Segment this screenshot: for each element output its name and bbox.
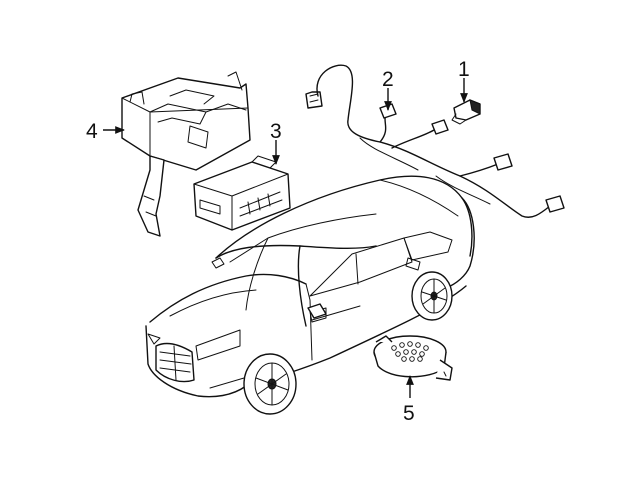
vehicle-body [145,175,475,415]
part-2-wiring-harness[interactable] [305,64,565,218]
part-5-speaker[interactable] [373,335,453,381]
callout-5: 5 [403,402,415,425]
part-4-bracket[interactable] [121,71,251,237]
callout-labels: 1 2 3 4 5 [86,58,470,425]
callout-leaders [103,78,468,398]
callout-1: 1 [458,58,470,81]
callout-2: 2 [382,68,394,91]
part-3-control-module[interactable] [193,155,291,231]
part-1-sensor[interactable] [451,99,481,125]
callout-3: 3 [270,120,282,143]
callout-4: 4 [86,120,98,143]
